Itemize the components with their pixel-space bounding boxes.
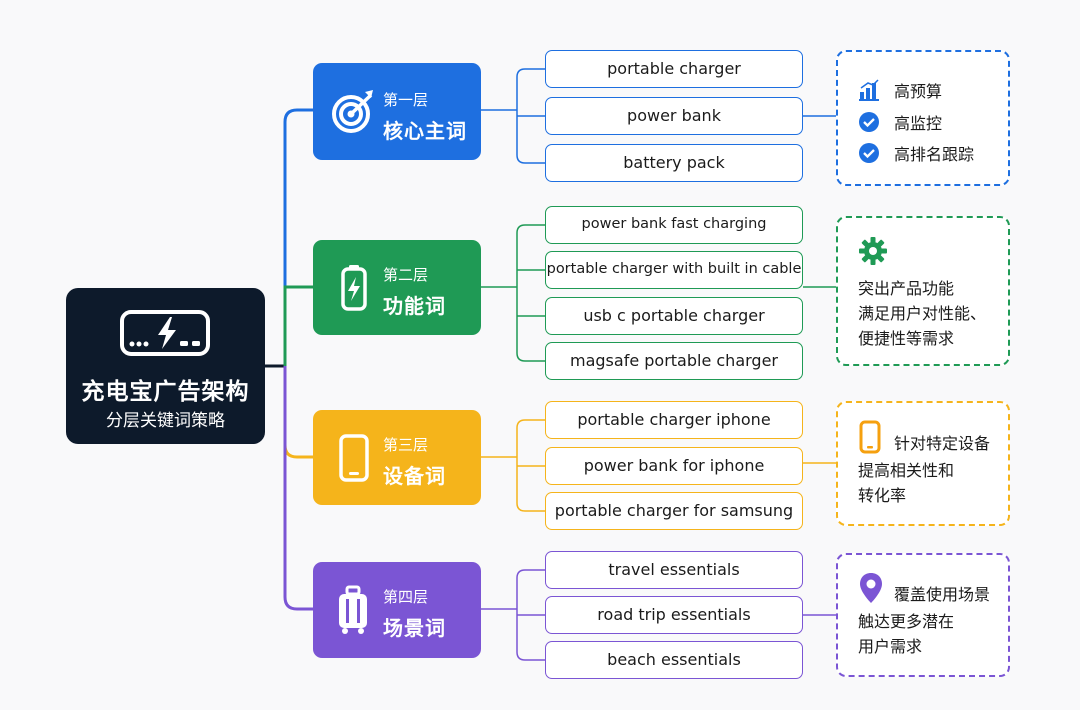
check-circle-icon xyxy=(859,112,879,132)
layer-tag: 第二层 xyxy=(383,266,429,284)
root-title: 充电宝广告架构 xyxy=(81,379,250,405)
target-icon xyxy=(332,89,373,133)
layer-device-keywords: 第三层 设备词 xyxy=(313,410,481,505)
layer-name: 场景词 xyxy=(383,616,446,640)
keyword-box: travel essentials xyxy=(545,551,803,589)
gear-icon xyxy=(859,237,887,265)
root-subtitle: 分层关键词策略 xyxy=(106,411,225,431)
keyword-box: battery pack xyxy=(545,144,803,182)
keyword-box: usb c portable charger xyxy=(545,297,803,335)
layer-tag: 第一层 xyxy=(383,91,429,109)
note-text: 针对特定设备 xyxy=(894,434,991,453)
bar-chart-icon xyxy=(859,79,879,101)
layer-feature-keywords: 第二层 功能词 xyxy=(313,240,481,335)
keyword-box: beach essentials xyxy=(545,641,803,679)
luggage-icon xyxy=(339,585,367,634)
note-text: 高预算 xyxy=(894,82,943,101)
note-text: 用户需求 xyxy=(858,637,923,656)
layer-name: 功能词 xyxy=(383,294,446,318)
note-item: 高监控 xyxy=(858,110,942,134)
note-text: 满足用户对性能、 xyxy=(858,304,987,323)
battery-charging-icon xyxy=(341,264,367,311)
note-text: 高排名跟踪 xyxy=(894,145,975,164)
keyword-box: portable charger with built in cable xyxy=(545,251,803,289)
note-item: 高预算 xyxy=(858,78,942,102)
note-text: 覆盖使用场景 xyxy=(894,585,991,604)
note-core: 高预算 高监控 高排名跟踪 xyxy=(836,50,1010,186)
keyword-box: portable charger xyxy=(545,50,803,88)
note-text: 提高相关性和 xyxy=(858,461,955,480)
layer-tag: 第四层 xyxy=(383,588,429,606)
note-feature: 突出产品功能 满足用户对性能、 便捷性等需求 xyxy=(836,216,1010,366)
keyword-box: power bank xyxy=(545,97,803,135)
keyword-box: portable charger for samsung xyxy=(545,492,803,530)
power-bank-icon xyxy=(119,310,210,356)
keyword-box: magsafe portable charger xyxy=(545,342,803,380)
note-text: 便捷性等需求 xyxy=(858,329,955,348)
keyword-box: road trip essentials xyxy=(545,596,803,634)
smartphone-icon xyxy=(859,420,881,454)
keyword-box: portable charger iphone xyxy=(545,401,803,439)
layer-scene-keywords: 第四层 场景词 xyxy=(313,562,481,658)
layer-name: 设备词 xyxy=(383,464,446,488)
note-scene: 覆盖使用场景 触达更多潜在 用户需求 xyxy=(836,553,1010,677)
keyword-box: power bank fast charging xyxy=(545,206,803,244)
smartphone-icon xyxy=(339,433,369,482)
note-device: 针对特定设备 提高相关性和 转化率 xyxy=(836,401,1010,526)
note-item: 高排名跟踪 xyxy=(858,141,974,165)
note-text: 突出产品功能 xyxy=(858,279,955,298)
keyword-box: power bank for iphone xyxy=(545,447,803,485)
note-text: 高监控 xyxy=(894,114,943,133)
layer-name: 核心主词 xyxy=(383,119,467,143)
note-text: 触达更多潜在 xyxy=(858,612,955,631)
note-text: 转化率 xyxy=(858,486,907,505)
location-pin-icon xyxy=(860,573,882,603)
check-circle-icon xyxy=(859,143,879,163)
layer-tag: 第三层 xyxy=(383,436,429,454)
layer-core-keywords: 第一层 核心主词 xyxy=(313,63,481,160)
root-node: 充电宝广告架构 分层关键词策略 xyxy=(66,288,265,444)
